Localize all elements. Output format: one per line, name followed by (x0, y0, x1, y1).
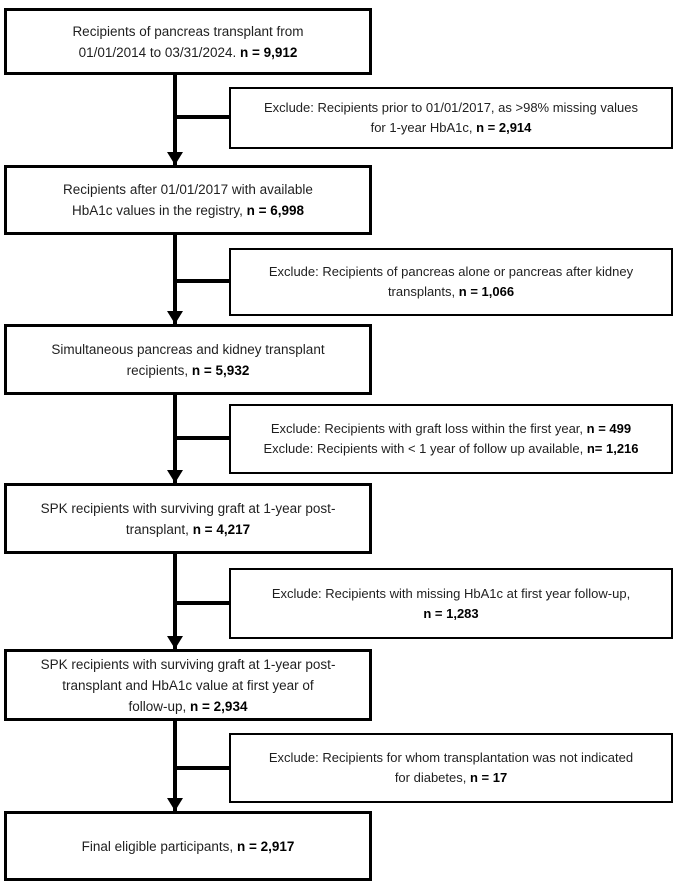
box-text-line: Exclude: Recipients prior to 01/01/2017,… (264, 100, 638, 115)
box-text-line: transplant and HbA1c value at first year… (62, 677, 314, 693)
box-pancreas-recipients-2014-2024: Recipients of pancreas transplant from 0… (4, 8, 372, 75)
box-text-line: recipients, n = 5,932 (126, 362, 250, 378)
box-text-line: transplants, n = 1,066 (387, 284, 515, 299)
box-exclude-not-indicated-diabetes: Exclude: Recipients for whom transplanta… (229, 733, 673, 803)
n-value: n= 1,216 (586, 441, 639, 456)
box-text-line: SPK recipients with surviving graft at 1… (40, 656, 336, 672)
box-text-line: n = 1,283 (423, 604, 478, 624)
box-text-line: for diabetes, n = 17 (394, 770, 508, 785)
branch-line-5 (173, 766, 229, 770)
arrow-down-icon (167, 798, 183, 811)
flow-line-1 (173, 74, 177, 165)
n-value: n = 5,932 (191, 362, 250, 378)
box-exclude-graft-loss-and-followup: Exclude: Recipients with graft loss with… (229, 404, 673, 474)
box-text-line: Exclude: Recipients with missing HbA1c a… (271, 585, 631, 601)
branch-line-4 (173, 601, 229, 605)
box-text-line: Simultaneous pancreas and kidney transpl… (51, 341, 325, 357)
box-text-line: Exclude: Recipients for whom transplanta… (268, 750, 634, 765)
arrow-down-icon (167, 152, 183, 165)
box-text-line: Final eligible participants, n = 2,917 (81, 838, 295, 854)
box-spk-recipients: Simultaneous pancreas and kidney transpl… (4, 324, 372, 395)
box-text-line: Exclude: Recipients with graft loss with… (270, 421, 632, 436)
n-value: n = 2,934 (190, 698, 248, 714)
n-value: n = 2,914 (476, 120, 532, 135)
box-text-line: Exclude: Recipients of pancreas alone or… (268, 264, 634, 279)
box-exclude-pancreas-alone: Exclude: Recipients of pancreas alone or… (229, 248, 673, 316)
arrow-down-icon (167, 636, 183, 649)
box-text-line: SPK recipients with surviving graft at 1… (40, 500, 336, 516)
n-value: n = 499 (586, 421, 632, 436)
arrow-down-icon (167, 311, 183, 324)
box-final-eligible: Final eligible participants, n = 2,917 (4, 811, 372, 881)
box-text-line: for 1-year HbA1c, n = 2,914 (370, 120, 532, 135)
box-text-line: transplant, n = 4,217 (125, 521, 251, 537)
n-value: n = 1,283 (423, 605, 479, 621)
n-value: n = 6,998 (246, 203, 304, 218)
box-exclude-missing-hba1c: Exclude: Recipients with missing HbA1c a… (229, 568, 673, 639)
box-text-line: 01/01/2014 to 03/31/2024. n = 9,912 (78, 44, 298, 60)
box-text-line: Exclude: Recipients with < 1 year of fol… (263, 441, 639, 456)
branch-line-2 (173, 279, 229, 283)
n-value: n = 9,912 (239, 44, 298, 60)
box-text-line: Recipients after 01/01/2017 with availab… (63, 182, 313, 197)
branch-line-1 (173, 115, 229, 119)
n-value: n = 4,217 (192, 521, 251, 537)
n-value: n = 2,917 (236, 838, 295, 854)
box-text-line: Recipients of pancreas transplant from (72, 23, 304, 39)
box-text-line: follow-up, n = 2,934 (128, 698, 248, 714)
n-value: n = 17 (469, 770, 508, 785)
box-spk-surviving-graft-1yr: SPK recipients with surviving graft at 1… (4, 483, 372, 554)
arrow-down-icon (167, 470, 183, 483)
box-text-line: HbA1c values in the registry, n = 6,998 (72, 203, 304, 218)
box-exclude-prior-2017: Exclude: Recipients prior to 01/01/2017,… (229, 87, 673, 149)
box-spk-surviving-graft-hba1c: SPK recipients with surviving graft at 1… (4, 649, 372, 721)
box-recipients-after-2017: Recipients after 01/01/2017 with availab… (4, 165, 372, 235)
n-value: n = 1,066 (458, 284, 515, 299)
branch-line-3 (173, 436, 229, 440)
